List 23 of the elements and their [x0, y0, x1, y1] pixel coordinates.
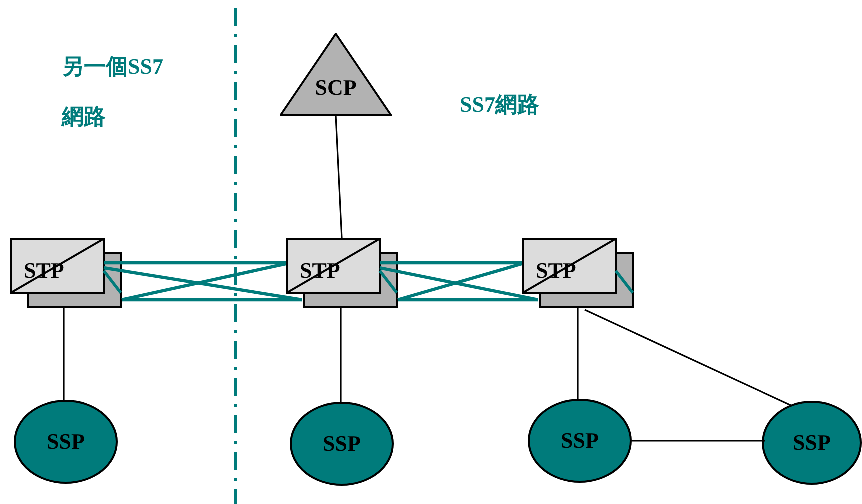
- connector-line: [584, 309, 792, 407]
- node-label: SCP: [315, 74, 357, 100]
- connector-line: [577, 308, 579, 399]
- node-label: SSP: [793, 430, 831, 456]
- connector-line: [340, 308, 342, 402]
- connector-line: [335, 116, 343, 238]
- connector-line: [122, 298, 302, 302]
- stp-box-stack: [10, 238, 122, 308]
- network-label: 另一個SS7網路: [62, 53, 164, 131]
- network-label: SS7網路: [460, 91, 540, 119]
- connector-line: [632, 440, 765, 442]
- connector-line: [398, 262, 522, 302]
- node-label: SSP: [561, 428, 599, 454]
- connector-line: [63, 308, 65, 400]
- scp-triangle: [280, 33, 392, 116]
- connector-line: [104, 261, 286, 265]
- connector-line: [380, 261, 522, 265]
- stp-box-stack: [522, 238, 634, 308]
- connector-line: [398, 298, 538, 302]
- node-label: SSP: [47, 429, 85, 455]
- node-label: SSP: [323, 431, 361, 457]
- connector-line: [122, 262, 286, 302]
- stp-box-stack: [286, 238, 398, 308]
